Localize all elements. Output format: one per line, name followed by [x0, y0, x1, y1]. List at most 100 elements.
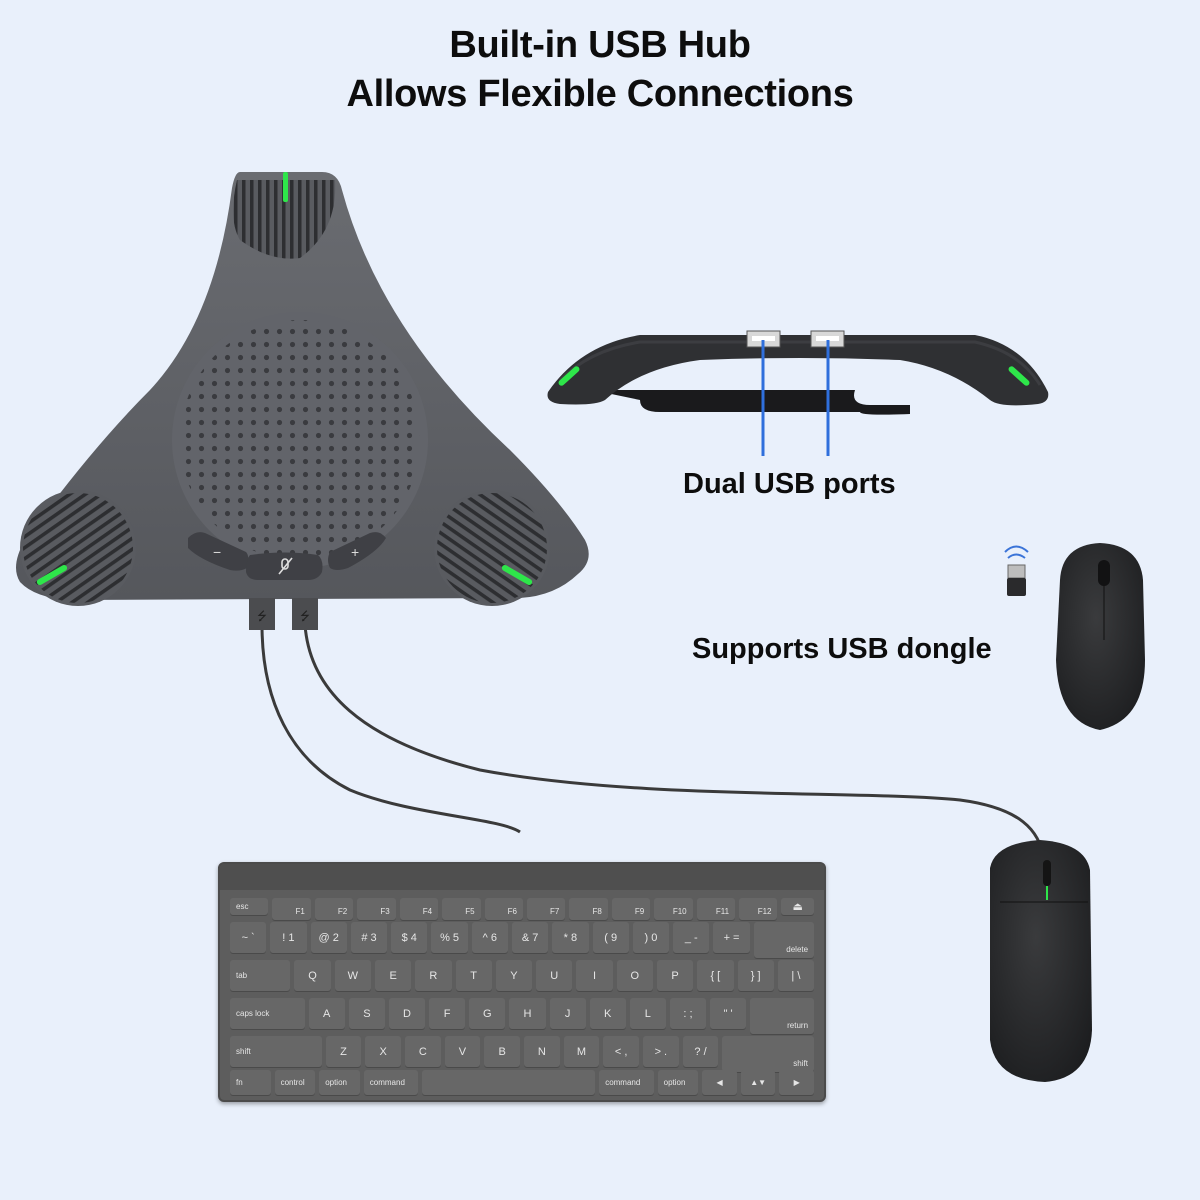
key-arrow-left[interactable]: ◀ [702, 1070, 737, 1096]
key[interactable]: L [629, 998, 666, 1030]
key-control[interactable]: control [274, 1070, 316, 1096]
scroll-wheel [1098, 560, 1110, 586]
key[interactable]: % 5 [431, 922, 468, 954]
key[interactable]: * 8 [552, 922, 589, 954]
key[interactable]: S [348, 998, 385, 1030]
key[interactable]: K [589, 998, 626, 1030]
led-right [501, 565, 533, 585]
key[interactable]: J [549, 998, 586, 1030]
side-led-left [558, 366, 580, 386]
key[interactable]: U [536, 960, 573, 992]
key-arrow-right[interactable]: ▶ [779, 1070, 814, 1096]
key[interactable]: V [444, 1036, 481, 1068]
key[interactable]: | \ [777, 960, 815, 992]
key-delete[interactable]: delete [753, 922, 815, 959]
keyboard-row-bottom: fn control option command command option… [230, 1070, 814, 1096]
wireless-mouse [1056, 543, 1145, 730]
key[interactable]: ~ ` [230, 922, 267, 954]
key[interactable]: & 7 [511, 922, 549, 954]
key-shift-left[interactable]: shift [230, 1036, 322, 1068]
speakerphone-top-view: − + ⭍ ⭍ [16, 172, 589, 630]
key[interactable]: H [509, 998, 546, 1030]
key-space[interactable] [422, 1070, 596, 1096]
key-command-left[interactable]: command [363, 1070, 419, 1096]
caption-usb-dongle: Supports USB dongle [692, 633, 992, 665]
key[interactable]: D [388, 998, 426, 1030]
key[interactable]: Z [325, 1036, 362, 1068]
key[interactable]: F11 [696, 898, 736, 921]
key[interactable]: F5 [442, 898, 481, 921]
key[interactable]: F1 [272, 898, 311, 921]
key[interactable]: esc [230, 898, 269, 916]
mic-mute-icon [278, 557, 293, 575]
key[interactable]: # 3 [350, 922, 388, 954]
key-fn[interactable]: fn [230, 1070, 271, 1096]
keyboard-row-home: caps lock A S D F G H J K L : ; " ' retu… [230, 998, 815, 1035]
key[interactable]: ! 1 [270, 922, 307, 954]
key[interactable]: F3 [357, 898, 396, 921]
key[interactable]: I [576, 960, 613, 992]
key[interactable]: ) 0 [632, 922, 670, 954]
key[interactable]: $ 4 [391, 922, 428, 954]
key-option-left[interactable]: option [319, 1070, 360, 1096]
mute-button[interactable] [246, 552, 323, 581]
key[interactable]: > . [643, 1036, 679, 1068]
key[interactable]: G [469, 998, 506, 1030]
caption-dual-usb-ports: Dual USB ports [683, 468, 896, 500]
keyboard-row-qwerty: tab Q W E R T Y U I O P { [ } ] | \ [230, 960, 815, 992]
key[interactable]: F [429, 998, 466, 1030]
key-caps-lock[interactable]: caps lock [230, 998, 305, 1030]
key[interactable]: O [616, 960, 653, 992]
key[interactable]: E [374, 960, 412, 992]
volume-down-button[interactable] [188, 532, 249, 571]
key[interactable]: F12 [739, 898, 778, 921]
key[interactable]: ^ 6 [471, 922, 508, 954]
key[interactable]: X [365, 1036, 401, 1068]
key[interactable]: < , [603, 1036, 639, 1068]
key[interactable]: _ - [673, 922, 710, 954]
key-arrow-up-down[interactable]: ▲▼ [740, 1070, 776, 1096]
key[interactable]: T [455, 960, 492, 992]
key[interactable]: R [415, 960, 452, 992]
key-eject[interactable]: ⏏ [781, 898, 814, 916]
key[interactable]: F7 [526, 898, 566, 921]
keyboard-row-function: esc F1 F2 F3 F4 F5 F6 F7 F8 F9 F10 F11 F… [230, 898, 814, 921]
usb-cables [260, 624, 1046, 861]
key[interactable]: F4 [399, 898, 439, 921]
svg-text:⭍: ⭍ [300, 609, 310, 623]
speakerphone-side-view [547, 330, 1049, 456]
key[interactable]: N [523, 1036, 560, 1068]
key[interactable]: ( 9 [592, 922, 629, 954]
key[interactable]: Y [495, 960, 533, 992]
key[interactable]: Q [294, 960, 331, 992]
key[interactable]: F9 [611, 898, 651, 921]
usb-dongle [1004, 545, 1029, 596]
wireless-signal-icon [1004, 545, 1029, 553]
key[interactable]: C [404, 1036, 441, 1068]
key[interactable]: ? / [682, 1036, 719, 1068]
key-tab[interactable]: tab [230, 960, 291, 992]
key[interactable]: } ] [737, 960, 774, 992]
key[interactable]: @ 2 [310, 922, 347, 954]
volume-up-button[interactable] [328, 532, 386, 570]
key[interactable]: F6 [484, 898, 523, 921]
wired-mouse [990, 840, 1092, 1082]
key-shift-right[interactable]: shift [722, 1036, 814, 1073]
heading-line-1: Built-in USB Hub [449, 24, 751, 66]
key[interactable]: " ' [710, 998, 747, 1030]
key[interactable]: : ; [669, 998, 707, 1030]
key-command-right[interactable]: command [599, 1070, 654, 1096]
key[interactable]: B [484, 1036, 520, 1068]
key[interactable]: + = [713, 922, 750, 954]
key[interactable]: A [308, 998, 345, 1030]
key[interactable]: F2 [314, 898, 354, 921]
usb-plug-keyboard [249, 598, 275, 630]
key[interactable]: { [ [697, 960, 734, 992]
key-option-right[interactable]: option [657, 1070, 699, 1096]
key[interactable]: M [563, 1036, 600, 1068]
key-return[interactable]: return [750, 998, 815, 1035]
key[interactable]: P [656, 960, 694, 992]
key[interactable]: W [334, 960, 371, 992]
key[interactable]: F8 [569, 898, 608, 921]
key[interactable]: F10 [654, 898, 693, 921]
